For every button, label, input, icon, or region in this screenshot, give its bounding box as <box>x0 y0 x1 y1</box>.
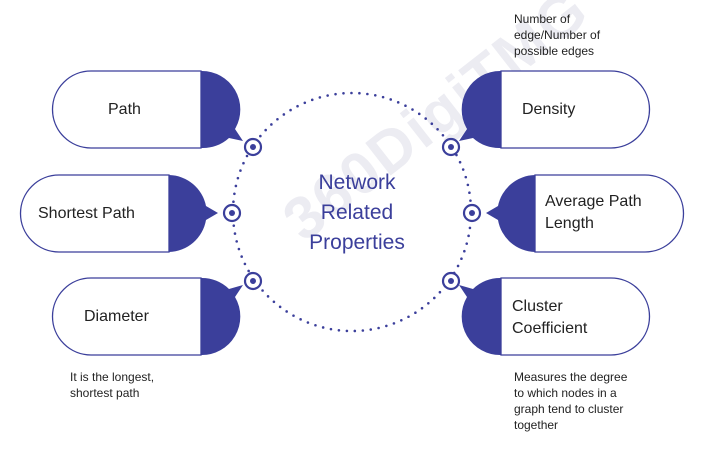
note-density-line: possible edges <box>514 44 595 58</box>
pill-cluster-coefficient-cap <box>459 277 501 356</box>
node-dot-cluster-coefficient <box>441 271 461 291</box>
center-title-line: Network <box>318 171 396 194</box>
pill-density-cap <box>459 70 501 149</box>
note-diameter-line: It is the longest, <box>70 370 155 384</box>
label-shortest-path: Shortest Path <box>38 205 135 222</box>
pill-density <box>459 70 651 149</box>
note-diameter-line: shortest path <box>70 386 140 400</box>
center-title-line: Related <box>320 201 394 224</box>
pill-path-cap <box>201 70 243 149</box>
note-cluster-line: Measures the degree <box>514 370 628 384</box>
pill-average-path-length-cap <box>486 175 535 252</box>
pill-diameter-cap <box>201 277 243 356</box>
note-density: Number of edge/Number of possible edges <box>514 11 600 59</box>
note-density-line: Number of <box>514 12 571 26</box>
note-cluster-line: graph tend to cluster <box>514 402 624 416</box>
label-density-line: Density <box>522 101 576 118</box>
label-average-path-length-line: Average Path <box>545 193 642 210</box>
label-average-path-length: Average Path Length <box>545 191 642 235</box>
pill-diameter <box>51 277 243 356</box>
pill-average-path-length <box>486 174 685 253</box>
label-density: Density <box>522 99 575 121</box>
center-title-line: Properties <box>309 231 405 254</box>
label-path: Path <box>108 101 141 118</box>
note-cluster-line: together <box>514 418 559 432</box>
node-dot-diameter <box>243 271 263 291</box>
pill-shortest-path <box>19 174 218 253</box>
label-average-path-length-line: Length <box>545 215 594 232</box>
node-dot-shortest-path <box>222 203 242 223</box>
pill-cluster-coefficient <box>459 277 651 356</box>
label-cluster-coefficient-line: Cluster <box>512 298 563 315</box>
note-diameter: It is the longest, shortest path <box>70 369 154 401</box>
node-dot-path <box>243 137 263 157</box>
note-cluster-line: to which nodes in a <box>514 386 617 400</box>
center-title: Network Related Properties <box>282 168 432 258</box>
note-density-line: edge/Number of <box>514 28 601 42</box>
label-cluster-coefficient: Cluster Coefficient <box>512 296 587 340</box>
label-diameter: Diameter <box>84 308 149 325</box>
note-cluster: Measures the degree to which nodes in a … <box>514 369 627 433</box>
label-cluster-coefficient-line: Coefficient <box>512 320 588 337</box>
pill-path <box>51 70 243 149</box>
node-dot-average-path-length <box>462 203 482 223</box>
pill-shortest-path-cap <box>169 175 218 252</box>
node-dot-density <box>441 137 461 157</box>
